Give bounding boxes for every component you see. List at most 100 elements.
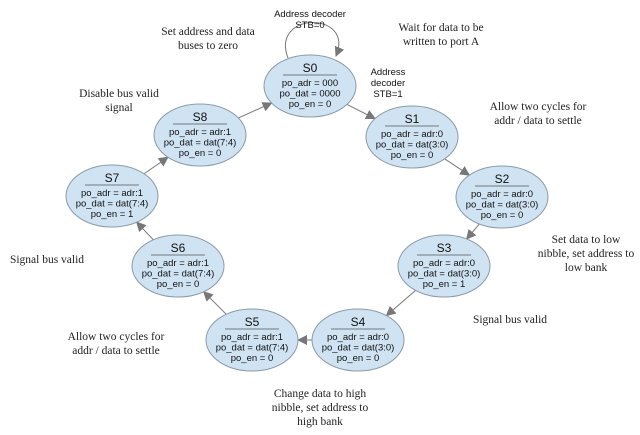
transition-s1-s2 (444, 158, 471, 176)
state-output: po_dat = dat(7:4) (142, 269, 215, 280)
transition-arrow (143, 156, 169, 175)
self-loop-arrow (285, 22, 345, 59)
state-output: po_dat = 0000 (279, 89, 340, 100)
state-output: po_dat = dat(3:0) (322, 343, 395, 354)
transition-s8-s0 (238, 102, 273, 119)
state-name: S5 (245, 315, 260, 329)
state-output: po_en = 0 (481, 210, 524, 221)
note-line: low bank (565, 262, 608, 274)
note-line: nibble, set address to (538, 248, 635, 260)
state-output: po_en = 0 (289, 99, 332, 110)
transition-arrow (346, 104, 376, 119)
state-output: po_adr = adr:0 (381, 129, 443, 140)
state-s5[interactable]: S5 po_adr = adr:1po_dat = dat(7:4)po_en =… (205, 308, 299, 372)
note-line: addr / data to settle (494, 115, 582, 127)
state-name: S2 (495, 172, 510, 186)
transition-label: STB=1 (373, 89, 402, 100)
state-output: po_dat = dat(7:4) (216, 343, 289, 354)
state-output: po_dat = dat(3:0) (376, 140, 449, 151)
note-s1: Allow two cycles for addr / data to settl… (490, 101, 587, 127)
state-output: po_adr = adr:1 (81, 188, 143, 199)
state-s7[interactable]: S7 po_adr = adr:1po_dat = dat(7:4)po_en =… (65, 164, 159, 228)
note-line: signal (105, 102, 132, 114)
state-output: po_adr = adr:1 (147, 258, 209, 269)
note-line: Signal bus valid (473, 314, 547, 326)
transition-s2-s3 (466, 223, 480, 240)
transition-arrow (444, 158, 471, 176)
note-line: nibble, set address to (272, 402, 369, 414)
transition-s7-s8 (143, 156, 169, 175)
state-ellipse (205, 308, 299, 372)
transition-label: decoder (371, 78, 405, 89)
state-name: S8 (193, 110, 208, 124)
state-output: po_adr = adr:0 (471, 189, 533, 200)
state-name: S0 (303, 61, 318, 75)
note-line: Wait for data to be (398, 22, 483, 34)
state-output: po_en = 0 (157, 279, 200, 290)
state-s8[interactable]: S8 po_adr = adr:1po_dat = dat(7:4)po_en =… (153, 103, 247, 167)
transition-label: Address decoder (274, 9, 346, 20)
note-line: addr / data to settle (72, 345, 160, 357)
state-output: po_adr = adr:1 (221, 332, 283, 343)
note-wait: Wait for data to be written to port A (398, 22, 483, 48)
note-line: Allow two cycles for (68, 331, 165, 343)
state-ellipse (65, 164, 159, 228)
note-s5: Allow two cycles for addr / data to settl… (68, 331, 165, 357)
transition-s6-s7 (135, 221, 154, 241)
state-output: po_adr = adr:1 (169, 127, 231, 138)
state-output: po_en = 0 (337, 353, 380, 364)
state-name: S4 (351, 315, 366, 329)
state-output: po_en = 0 (391, 150, 434, 161)
state-ellipse (397, 234, 491, 298)
state-ellipse (455, 165, 549, 229)
state-s1[interactable]: S1 po_adr = adr:0po_dat = dat(3:0)po_en =… (365, 105, 459, 169)
note-line: Set address and data (161, 26, 255, 38)
note-line: Allow two cycles for (490, 101, 587, 113)
note-s8: Disable bus valid signal (79, 88, 159, 114)
state-s6[interactable]: S6 po_adr = adr:1po_dat = dat(7:4)po_en =… (131, 234, 225, 298)
state-name: S3 (437, 241, 452, 255)
state-output: po_adr = adr:0 (413, 258, 475, 269)
note-line: written to port A (403, 36, 480, 48)
state-s4[interactable]: S4 po_adr = adr:0po_dat = dat(3:0)po_en =… (311, 308, 405, 372)
state-ellipse (153, 103, 247, 167)
transition-arrow (466, 223, 480, 240)
state-ellipse (365, 105, 459, 169)
state-output: po_dat = dat(7:4) (76, 199, 149, 210)
state-name: S1 (405, 112, 420, 126)
state-output: po_dat = dat(7:4) (164, 138, 237, 149)
transition-label: Address (371, 67, 406, 78)
note-s7: Signal bus valid (10, 254, 84, 266)
state-ellipse (131, 234, 225, 298)
state-s2[interactable]: S2 po_adr = adr:0po_dat = dat(3:0)po_en =… (455, 165, 549, 229)
state-output: po_adr = adr:0 (327, 332, 389, 343)
state-output: po_dat = dat(3:0) (466, 200, 539, 211)
transition-arrow (135, 221, 154, 241)
note-line: buses to zero (178, 40, 238, 52)
state-output: po_en = 0 (231, 353, 274, 364)
state-name: S7 (105, 171, 120, 185)
state-output: po_adr = 000 (282, 78, 338, 89)
state-output: po_en = 1 (91, 209, 134, 220)
state-name: S6 (171, 241, 186, 255)
note-s0: Set address and data buses to zero (161, 26, 255, 52)
transition-label: STB=0 (295, 20, 324, 31)
transition-s3-s4 (385, 290, 416, 317)
note-s3: Set data to low nibble, set address to low… (538, 234, 635, 274)
state-ellipse (263, 54, 357, 118)
transition-arrow (238, 102, 273, 119)
note-s4: Change data to high nibble, set address t… (272, 388, 369, 428)
transition-arrow (203, 291, 227, 315)
state-output: po_en = 0 (179, 148, 222, 159)
transition-s5-s6 (203, 291, 227, 315)
note-line: Set data to low (552, 234, 621, 246)
note-line: Change data to high (274, 388, 367, 400)
note-line: Disable bus valid (79, 88, 159, 100)
state-output: po_en = 1 (423, 279, 466, 290)
note-s3valid: Signal bus valid (473, 314, 547, 326)
